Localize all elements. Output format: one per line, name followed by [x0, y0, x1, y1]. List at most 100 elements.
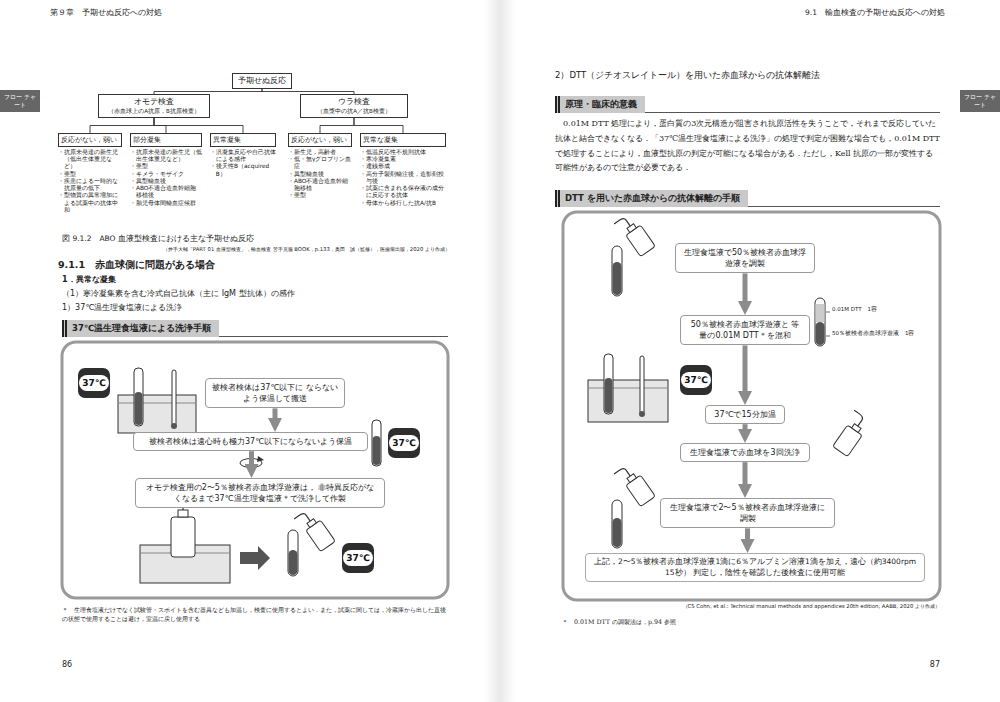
flow-arrow — [249, 451, 254, 468]
page-number: 87 — [900, 660, 940, 671]
node-text: 37℃ — [79, 375, 108, 391]
node-subtext: ・後天性B（acquired B） — [210, 163, 276, 177]
page-number: 86 — [62, 660, 102, 671]
temp-icon: 37℃ — [388, 428, 420, 458]
node-text: DTT を用いた赤血球からの抗体解離の手順 — [565, 190, 740, 207]
node-subtext: ・亜型 — [58, 171, 122, 178]
node-subtext: ・胎児母体間輸血症候群 — [130, 200, 202, 207]
test-tube — [612, 500, 622, 548]
node-text: 37℃ — [681, 372, 710, 388]
flow-arrow — [743, 462, 748, 488]
process-box: 生理食塩液で50％被検者赤血球浮遊液を調製 — [675, 243, 815, 273]
node-subtext: ・寒冷凝集素 — [360, 156, 446, 163]
node-subtext: ・ABO不適合造血幹細胞移植後 — [130, 185, 202, 199]
node-subtext: ・母体から移行した抗A/抗B — [360, 200, 446, 207]
node-subtext: （赤血球上のA抗原，B抗原検査） — [102, 108, 206, 115]
result-box: 上記，2〜5％被検者赤血球浮遊液1滴に6％アルブミン溶液1滴を加え，遠心（約34… — [585, 553, 925, 582]
tree-line — [320, 118, 354, 133]
node-text: 被検者検体は遠心時も極力37℃以下にならないよう保温 — [140, 436, 361, 447]
process-box: オモテ検査用の2〜5％被検者赤血球浮遊液は， 非特異反応がなくなるまで37℃温生… — [135, 478, 385, 508]
tree-line — [354, 118, 403, 133]
subheading: 2）DTT（ジチオスレイトール）を用いた赤血球からの抗体解離法 — [555, 70, 940, 81]
node-text: 生理食塩液で50％被検者赤血球浮遊液を調製 — [682, 247, 808, 269]
block-arrow — [240, 546, 270, 570]
node-subtext: ・亜型 — [130, 163, 202, 170]
body-paragraph: 0.01M DTT 処理により，蛋白質の3次元構造が阻害され抗原活性を失うことで… — [555, 117, 940, 176]
node-text: 反応がない，弱い — [58, 133, 122, 147]
temp-icon: 37℃ — [680, 365, 712, 395]
process-box: 37℃で15分加温 — [705, 405, 785, 424]
reaction-group: 反応がない，弱い・抗原未発達の新生児（低出生体重児など）・亜型・疾患による一時的… — [58, 133, 122, 214]
flow-arrow — [743, 273, 748, 305]
subheading: （1）寒冷凝集素を含む冷式自己抗体（主に IgM 型抗体）の感作 — [62, 289, 450, 300]
node-subtext: ・亜型 — [288, 192, 352, 199]
test-tube — [372, 420, 381, 466]
node-text: 37℃ — [389, 435, 418, 451]
node-subtext: ・新生児，高齢者 — [288, 149, 352, 156]
part-label: 0.01M DTT 1容 — [832, 306, 937, 313]
subheading: 1）37℃温生理食塩液による洗浄 — [62, 303, 450, 314]
process-box: 被検者検体は37℃以下に ならないよう保温して搬送 — [205, 378, 345, 408]
node-text: 37℃ — [343, 550, 372, 566]
node-text: 予期せぬ反応 — [236, 76, 288, 86]
node-subtext: ・抗原未発達の新生児（低出生体重児など） — [58, 149, 122, 171]
water-bath — [118, 368, 196, 433]
root-box: 予期せぬ反応 — [232, 73, 292, 89]
node-subtext: ・異型輸血後 — [288, 171, 352, 178]
section-band: DTT を用いた赤血球からの抗体解離の手順 — [555, 190, 748, 207]
node-text: 反応がない，弱い — [288, 133, 352, 147]
procedure-frame — [62, 342, 448, 598]
node-subtext: ・低温反応性不規則抗体 — [360, 149, 446, 156]
node-text: 被検者検体は37℃以下に ならないよう保温して搬送 — [212, 382, 338, 404]
side-tab: フロー チャート — [0, 90, 40, 112]
temp-icon: 37℃ — [342, 543, 374, 573]
node-subtext: ・ABO不適合造血幹細胞移植 — [288, 178, 352, 192]
process-box: 被検者検体は遠心時も極力37℃以下にならないよう保温 — [133, 432, 368, 451]
running-head: 第９章 予期せぬ反応への対処 — [50, 8, 350, 18]
node-subtext: ・試薬に含まれる保存液の成分に反応する抗体 — [360, 185, 446, 199]
node-text: オモテ検査 — [102, 97, 206, 107]
water-bath — [140, 502, 230, 583]
node-text: 50％被検者赤血球浮遊液と 等量の0.01M DTT＊を混和 — [687, 319, 803, 341]
test-box: オモテ検査（赤血球上のA抗原，B抗原検査） — [98, 94, 210, 118]
wash-bottle — [294, 507, 335, 553]
footnote: ＊ 生理食塩液だけでなく試験管・スポイトを含む器具なども加温し，検査に使用すると… — [62, 606, 450, 623]
wash-bottle — [830, 410, 871, 456]
test-box: ウラ検査（血漿中の抗A／抗B検査） — [300, 94, 408, 118]
running-head: 9.1 輸血検査の予期せぬ反応への対処 — [600, 8, 945, 18]
process-box: 生理食塩液で赤血球を3回洗浄 — [680, 443, 810, 462]
subheading: 1．異常な凝集 — [62, 275, 450, 286]
water-bath — [588, 354, 668, 422]
tree-line — [154, 118, 243, 133]
source-note: （井手大輔「PART 01 血液型検査」，輸血検査 苦手克服 BOOK，p.13… — [150, 246, 450, 253]
node-subtext: ・高分子製剤輸注後，造影剤投与後 — [360, 171, 446, 185]
node-subtext: ・連銭形成 — [360, 163, 446, 170]
node-text: 37℃で15分加温 — [712, 409, 778, 420]
test-tube — [612, 246, 622, 296]
node-text: 部分凝集 — [130, 133, 202, 147]
section-heading: 9.1.1 赤血球側に問題がある場合 — [58, 259, 450, 272]
node-text: 上記，2〜5％被検者赤血球浮遊液1滴に6％アルブミン溶液1滴を加え，遠心（約34… — [592, 557, 918, 578]
node-subtext: ・疾患による一時的な抗原量の低下 — [58, 178, 122, 192]
reaction-group: 異常な凝集・低温反応性不規則抗体・寒冷凝集素・連銭形成・高分子製剤輸注後，造影剤… — [360, 133, 446, 207]
section-band: 原理・臨床的意義 — [555, 96, 645, 113]
flow-arrow — [743, 345, 748, 395]
footnote: ＊ 0.01M DTT の調製法は，p.94 参照 — [562, 618, 940, 627]
node-text: ウラ検査 — [304, 97, 404, 107]
node-text: オモテ検査用の2〜5％被検者赤血球浮遊液は， 非特異反応がなくなるまで37℃温生… — [142, 482, 378, 504]
node-text: 生理食塩液で2〜5％被検者赤血球浮遊液に調製 — [667, 502, 828, 524]
node-text: 異常な凝集 — [360, 133, 446, 147]
node-text: 生理食塩液で赤血球を3回洗浄 — [687, 447, 803, 458]
test-tube — [815, 298, 830, 346]
section-band: 37℃温生理食塩液による洗浄手順 — [62, 320, 219, 337]
reaction-group: 異常凝集・汎凝集反応や自己抗体による感作・後天性B（acquired B） — [210, 133, 276, 178]
reaction-group: 反応がない，弱い・新生児，高齢者・低・無γグロブリン血症・異型輸血後・ABO不適… — [288, 133, 352, 200]
node-subtext: （血漿中の抗A／抗B検査） — [304, 108, 404, 115]
process-box: 50％被検者赤血球浮遊液と 等量の0.01M DTT＊を混和 — [680, 315, 810, 345]
flow-arrow — [743, 424, 748, 433]
source-note: （CS Cohn, et al.: Technical manual metho… — [560, 603, 940, 610]
part-label: 50％被検者赤血球浮遊液 1容 — [832, 330, 937, 337]
procedure-frame — [563, 212, 940, 600]
gutter — [485, 0, 515, 702]
